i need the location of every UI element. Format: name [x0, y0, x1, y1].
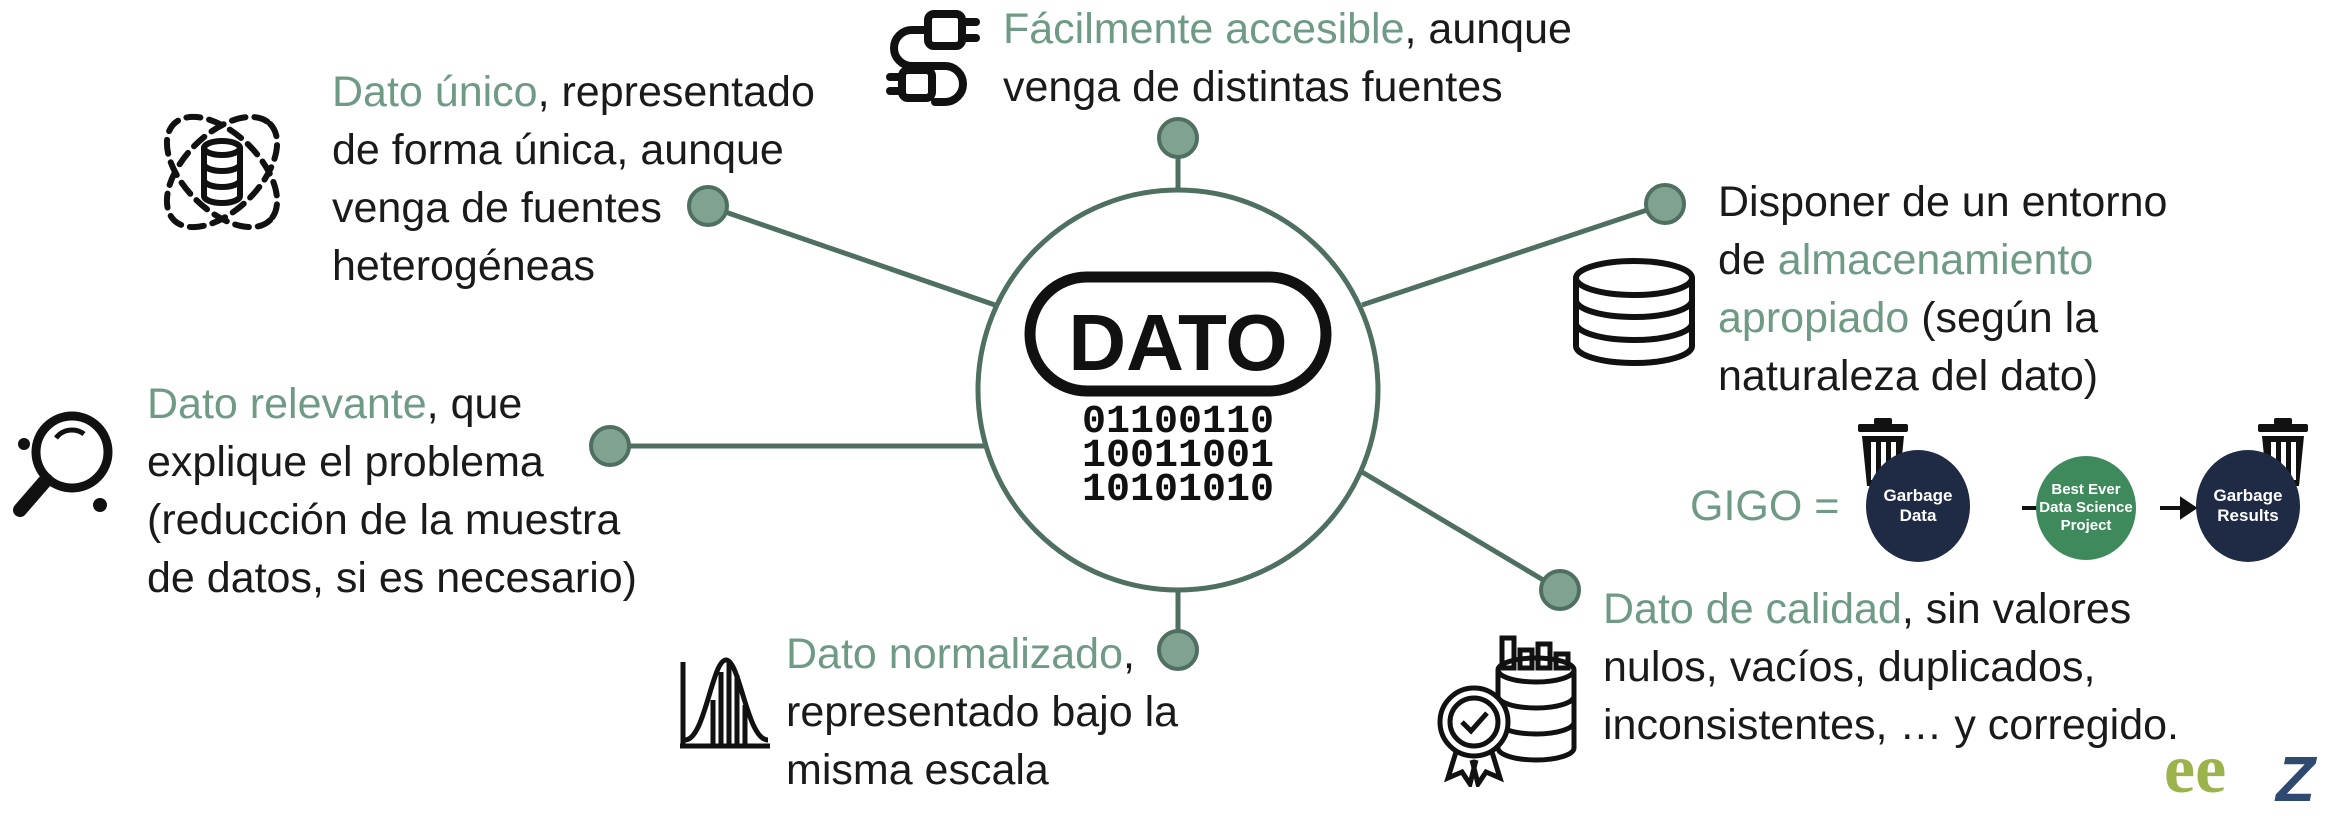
node-calidad: [1539, 569, 1581, 611]
bell-curve-icon: [680, 657, 770, 749]
gigo-label: GIGO =: [1690, 482, 1840, 530]
text-calidad: Dato de calidad, sin valores nulos, vací…: [1603, 580, 2179, 754]
database-stack-icon: [1573, 258, 1695, 366]
logo-ee: ee: [2164, 731, 2227, 808]
normalizado-rest: ,: [1123, 630, 1135, 678]
relevante-highlight: Dato relevante: [147, 380, 427, 428]
normalizado-line-3: misma escala: [786, 746, 1049, 794]
unico-line-2: de forma única, aunque: [332, 126, 784, 174]
text-almacenamiento: Disponer de un entorno de almacenamiento…: [1718, 173, 2167, 405]
database-cycle-icon: [163, 113, 281, 231]
calidad-line-2: nulos, vacíos, duplicados,: [1603, 643, 2096, 691]
gigo-step-1-line-2: Data: [1899, 506, 1937, 525]
center-title: DATO: [1068, 298, 1287, 387]
accesible-rest: , aunque: [1404, 5, 1572, 53]
almacenamiento-line-4: naturaleza del dato): [1718, 352, 2099, 400]
gigo-step-3-line-2: Results: [2217, 506, 2279, 525]
connector-lines: [610, 138, 1666, 650]
quality-badge-icon: [1437, 635, 1577, 787]
text-relevante: Dato relevante, que explique el problema…: [147, 375, 637, 607]
node-accesible: [1157, 117, 1199, 159]
connector-calidad: [1360, 469, 1562, 593]
dato-badge: [1024, 271, 1332, 397]
unico-rest: , representado: [537, 68, 815, 116]
gigo-step-3-line-1: Garbage: [2213, 486, 2283, 505]
data-diagram: DATO 01100110 10011001 10101010: [13, 10, 2308, 787]
text-accesible: Fácilmente accesible, aunque venga de di…: [1003, 0, 1572, 116]
almacenamiento-line-1: Disponer de un entorno: [1718, 178, 2168, 226]
connector-unico: [707, 203, 996, 308]
logo-z: Z: [2276, 743, 2316, 815]
gigo-step-2-line-2: Data Science: [2039, 499, 2133, 516]
calidad-highlight: Dato de calidad: [1603, 585, 1902, 633]
normalizado-highlight: Dato normalizado: [786, 630, 1124, 678]
relevante-rest: , que: [426, 380, 523, 428]
almacenamiento-highlight-2: apropiado: [1718, 294, 1910, 342]
gigo-step-2-line-3: Project: [2060, 517, 2112, 534]
plug-icon: [886, 10, 980, 106]
unico-highlight: Dato único: [332, 68, 538, 116]
accesible-line-2: venga de distintas fuentes: [1003, 63, 1503, 111]
calidad-line-3: inconsistentes, … y corregido.: [1603, 701, 2179, 749]
gigo-step-2-line-1: Best Ever: [2051, 481, 2121, 498]
text-unico: Dato único, representado de forma única,…: [332, 63, 815, 295]
node-relevante: [589, 425, 631, 467]
relevante-line-3: (reducción de la muestra: [147, 496, 621, 544]
unico-line-3: venga de fuentes: [332, 184, 662, 232]
binary-row-2: 10011001: [1082, 434, 1274, 479]
binary-row-3: 10101010: [1082, 468, 1274, 513]
relevante-line-4: de datos, si es necesario): [147, 554, 637, 602]
node-almacenamiento: [1644, 183, 1686, 225]
node-normalizado: [1157, 629, 1199, 671]
binary-row-1: 01100110: [1082, 400, 1274, 445]
normalizado-line-2: representado bajo la: [786, 688, 1179, 736]
gigo-step-1-line-1: Garbage: [1883, 486, 1953, 505]
node-unico: [687, 185, 729, 227]
almacenamiento-line-3-rest: (según la: [1909, 294, 2099, 342]
text-normalizado: Dato normalizado, representado bajo la m…: [786, 625, 1178, 799]
connector-almacenamiento: [1361, 201, 1666, 308]
unico-line-4: heterogéneas: [332, 242, 595, 290]
almacenamiento-highlight: almacenamiento: [1777, 236, 2094, 284]
accesible-highlight: Fácilmente accesible: [1003, 5, 1405, 53]
relevante-line-2: explique el problema: [147, 438, 544, 486]
almacenamiento-line-2-pre: de: [1718, 236, 1778, 284]
search-icon: [13, 411, 113, 517]
calidad-rest: , sin valores: [1901, 585, 2132, 633]
